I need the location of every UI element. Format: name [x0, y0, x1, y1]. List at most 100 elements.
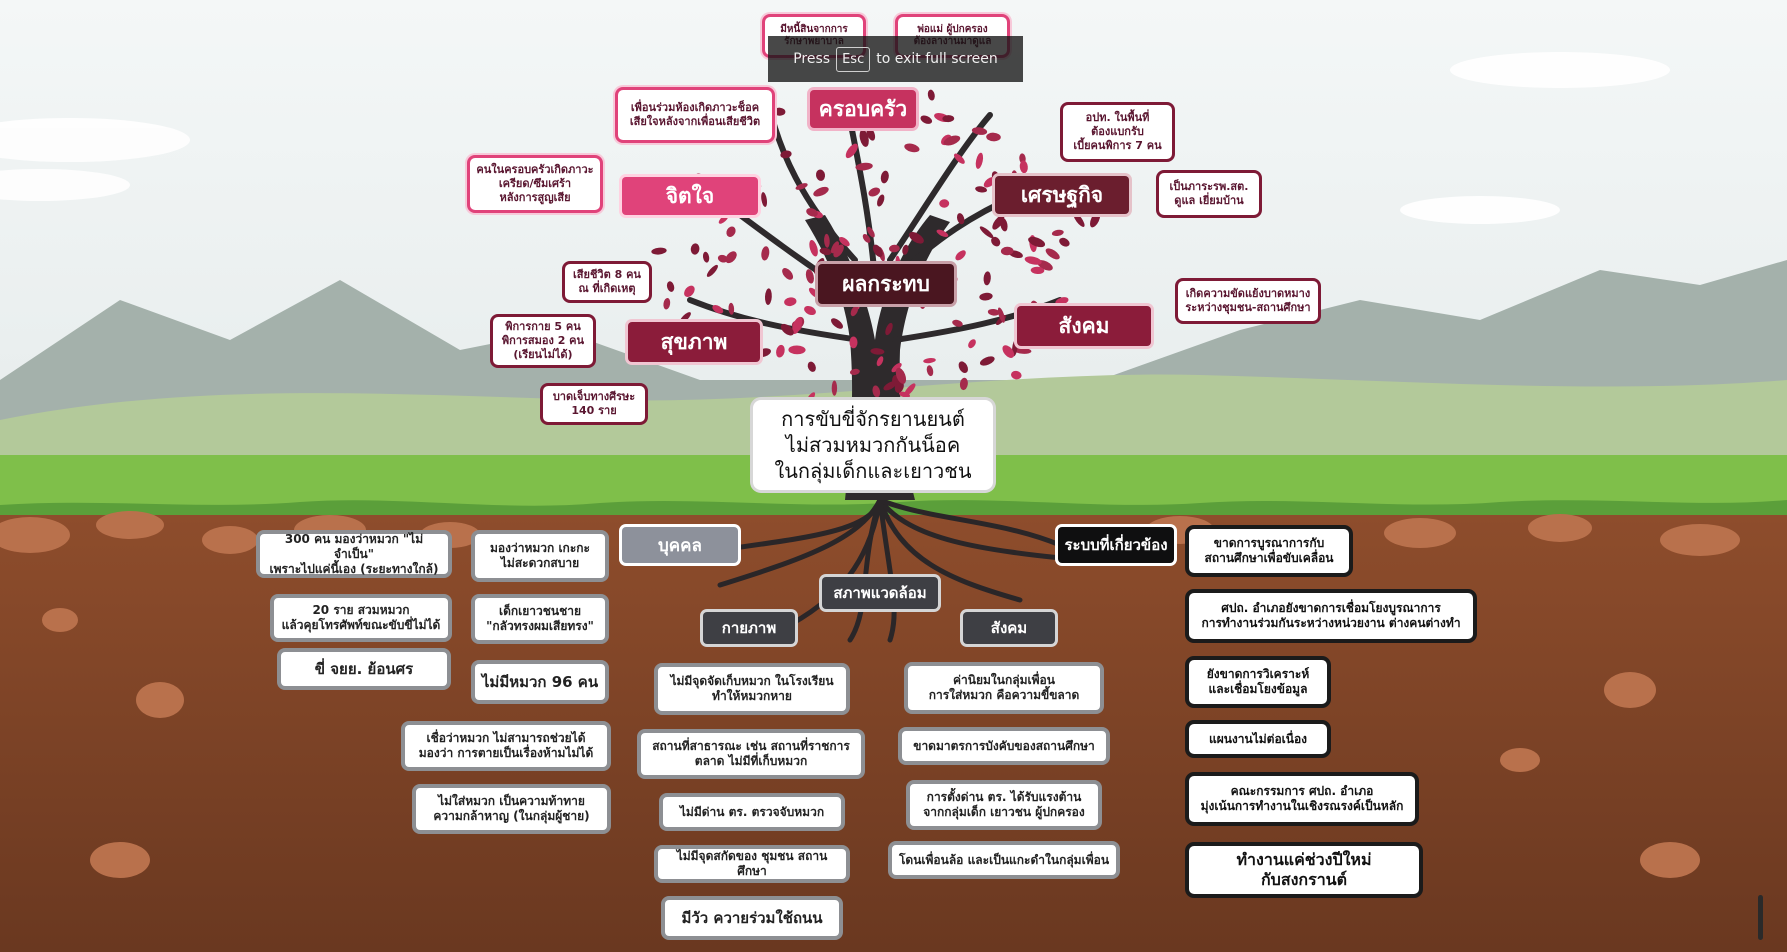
tree-leaf [679, 312, 691, 324]
impact-note-classmates-shock: เพื่อนร่วมห้องเกิดภาวะช็อค เสียใจหลังจาก… [615, 87, 775, 143]
social-cause-peer-values: ค่านิยมในกลุ่มเพื่อน การใส่หมวก คือความข… [904, 662, 1104, 714]
tree-leaf [1028, 236, 1046, 248]
impact-root-label: ผลกระทบ [818, 264, 954, 304]
central-problem-title: การขับขี่จักรยานยนต์ ไม่สวมหมวกกันน็อค ใ… [753, 400, 993, 490]
person-cause-cumbersome: มองว่าหมวก เกะกะ ไม่สะดวกสบาย [471, 530, 609, 582]
tree-leaf [1014, 347, 1032, 354]
tree-leaf [975, 152, 984, 169]
tree-leaf [849, 368, 860, 375]
tree-leaf [845, 143, 858, 159]
physical-cause-livestock-road: มีวัว ควายร่วมใช้ถนน [661, 896, 843, 940]
tree-leaf [983, 176, 996, 188]
tree-leaf [706, 264, 718, 277]
tree-leaf [830, 241, 840, 254]
impact-note-social-conflict: เกิดความขัดแย้งบาดหมาง ระหว่างชุมชน-สถาน… [1175, 278, 1321, 324]
person-cause-hairstyle: เด็กเยาวชนชาย "กลัวทรงผมเสียทรง" [471, 594, 609, 644]
scrollbar-thumb[interactable] [1758, 895, 1763, 940]
tree-leaf [807, 361, 816, 372]
tree-leaf [942, 115, 955, 123]
tree-leaf [1073, 212, 1085, 227]
tree-leaf [992, 215, 1005, 230]
tree-leaf [782, 268, 794, 280]
impact-category-economy: เศรษฐกิจ [995, 176, 1129, 214]
tree-leaf [872, 385, 881, 398]
fullscreen-exit-banner: Press Esc to exit full screen [768, 36, 1023, 82]
tree-leaf [894, 380, 904, 393]
tree-leaf [651, 247, 667, 255]
esc-key-hint: Esc [836, 46, 871, 72]
person-cause-no-helmet: ไม่มีหมวก 96 คน [471, 660, 609, 704]
system-cause-no-agency-coordination: ศปถ. อำเภอยังขาดการเชื่อมโยงบูรณาการ การ… [1185, 589, 1477, 643]
tree-leaf [761, 246, 770, 261]
tree-leaf [815, 169, 826, 181]
tree-leaf [979, 226, 994, 239]
tree-leaf [991, 236, 1001, 247]
tree-leaf [850, 305, 859, 317]
tree-leaf [805, 269, 814, 284]
fullscreen-banner-text-before: Press [793, 51, 831, 67]
tree-leaf [855, 162, 873, 171]
tree-leaf [792, 317, 803, 335]
tree-leaf [939, 199, 950, 208]
tree-leaf [712, 305, 724, 314]
tree-leaf [1011, 370, 1022, 380]
system-cause-no-data-analysis: ยังขาดการวิเคราะห์ และเชื่อมโยงข้อมูล [1185, 656, 1331, 708]
cause-subcategory-social: สังคม [963, 612, 1055, 644]
system-cause-campaign-focus: คณะกรรมการ ศปถ. อำเภอ มุ่งเน้นการทำงานใน… [1185, 772, 1419, 826]
impact-note-disabled-allowance: อปท. ในพื้นที่ ต้องแบกรับ เบี้ยคนพิการ 7… [1060, 102, 1175, 162]
tree-leaf [952, 319, 963, 327]
tree-leaf [955, 250, 966, 261]
tree-leaf [1055, 297, 1069, 306]
tree-leaf [1090, 211, 1101, 228]
tree-leaf [872, 244, 883, 257]
tree-leaf [756, 348, 771, 358]
tree-leaf [868, 187, 881, 197]
tree-leaf [1059, 237, 1070, 247]
tree-leaf [958, 361, 968, 373]
tree-leaf [904, 143, 920, 153]
tree-leaf [839, 237, 850, 247]
tree-leaf [1002, 345, 1015, 358]
tree-leaf [819, 247, 832, 256]
tree-leaf [728, 302, 735, 315]
impact-category-health: สุขภาพ [628, 322, 760, 362]
tree-leaf [780, 150, 792, 159]
tree-leaf [876, 356, 884, 367]
physical-cause-no-storage-school: ไม่มีจุดจัดเก็บหมวก ในโรงเรียน ทำให้หมวก… [654, 663, 850, 715]
impact-category-family: ครอบครัว [810, 90, 916, 128]
tree-leaf [920, 115, 933, 124]
impact-category-mind: จิตใจ [622, 177, 758, 215]
tree-leaf [927, 89, 935, 101]
tree-leaf [870, 348, 885, 355]
tree-leaf [987, 308, 1000, 316]
person-cause-fatalism: เชื่อว่าหมวก ไม่สามารถช่วยได้ มองว่า การ… [401, 721, 611, 771]
impact-note-disabilities: พิการกาย 5 คน พิการสมอง 2 คน (เรียนไม่ได… [490, 314, 596, 368]
physical-cause-no-police-check: ไม่มีด่าน ตร. ตรวจจับหมวก [659, 793, 845, 831]
tree-leaf [718, 214, 729, 224]
tree-leaf [885, 322, 893, 336]
tree-leaf [923, 358, 936, 364]
tree-leaf [776, 344, 785, 358]
system-cause-seasonal-only: ทำงานแค่ช่วงปีใหม่ กับสงกรานต์ [1185, 842, 1423, 898]
tree-leaf [867, 226, 875, 238]
tree-leaf [943, 135, 961, 146]
tree-leaf [891, 362, 902, 373]
cause-category-environment: สภาพแวดล้อม [822, 577, 938, 609]
tree-leaf [1030, 266, 1045, 275]
tree-leaf [809, 239, 818, 257]
tree-leaf [880, 170, 889, 184]
tree-leaf [806, 208, 818, 217]
impact-note-head-injuries: บาดเจ็บทางศีรษะ 140 ราย [540, 383, 648, 425]
tree-leaf [979, 292, 993, 301]
tree-leaf [690, 243, 700, 255]
tree-leaf [877, 194, 885, 207]
tree-leaf [862, 233, 871, 243]
tree-leaf [883, 381, 897, 391]
tree-leaf [926, 365, 934, 377]
tree-leaf [831, 380, 838, 396]
physical-cause-no-community-check: ไม่มีจุดสกัดของ ชุมชน สถานศึกษา [654, 845, 850, 883]
person-cause-not-necessary: 300 คน มองว่าหมวก "ไม่จำเป็น" เพราะไปแค่… [256, 530, 452, 578]
tree-leaf [889, 244, 900, 253]
tree-leaf [761, 192, 768, 207]
tree-leaf [788, 345, 806, 355]
